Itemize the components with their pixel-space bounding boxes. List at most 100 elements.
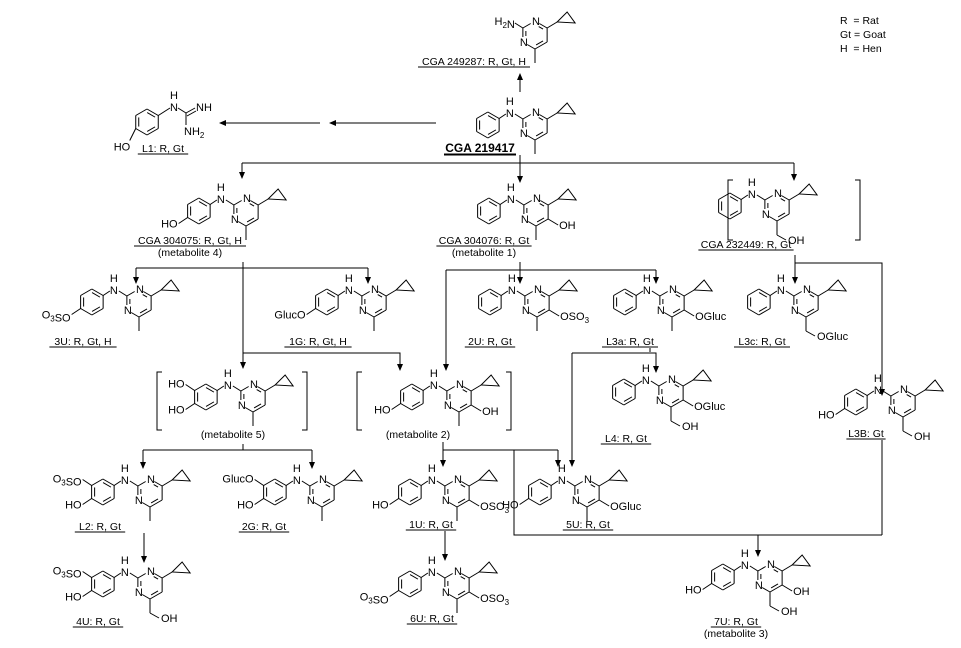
compound-label: 5U: R, Gt	[566, 519, 610, 531]
bond	[161, 571, 173, 579]
bond	[729, 212, 742, 220]
bond	[315, 308, 328, 316]
bond	[461, 573, 470, 579]
line-met2-to-7u	[513, 450, 882, 536]
hydroxymethyl-label: OH	[781, 606, 798, 618]
bond	[758, 292, 768, 298]
metabolite-number: (metabolite 1)	[452, 247, 516, 259]
ring-nitrogen: N	[534, 284, 542, 296]
bond	[476, 131, 489, 139]
bond	[902, 430, 913, 437]
bond	[890, 391, 899, 397]
bond	[468, 479, 480, 487]
bond	[130, 312, 140, 318]
para-substituent: HO	[65, 500, 82, 512]
bond	[476, 111, 489, 119]
bond	[670, 399, 684, 408]
bond	[205, 403, 218, 411]
bond	[82, 571, 92, 578]
bond	[612, 398, 625, 406]
cyclopropyl-ring	[479, 374, 501, 387]
compound-label: L3B: Gt	[848, 428, 884, 440]
ring-nitrogen: N	[250, 379, 258, 391]
para-substituent: HO	[374, 405, 391, 417]
label-cga-249287: CGA 249287: R, Gt, H	[418, 56, 530, 68]
bond	[578, 502, 588, 508]
bond	[315, 288, 328, 296]
label-1g: 1G: R, Gt, H	[284, 336, 352, 348]
bond	[150, 289, 162, 297]
bond	[198, 217, 211, 225]
bond	[254, 498, 264, 505]
bond	[178, 217, 188, 224]
bond	[468, 591, 480, 599]
ring-nitrogen: N	[791, 305, 799, 317]
bond	[141, 594, 151, 600]
bond	[102, 290, 111, 296]
para-substituent: HO	[502, 500, 519, 512]
bond	[150, 498, 159, 504]
bond	[470, 384, 482, 392]
compound-label: L4: R, Gt	[605, 433, 647, 445]
bond	[91, 308, 104, 316]
bond	[205, 401, 215, 407]
bond	[788, 193, 800, 201]
bond	[882, 390, 892, 397]
bond	[313, 502, 323, 508]
compound-label: 2U: R, Gt	[468, 336, 512, 348]
bond	[153, 484, 159, 488]
ring-nitrogen: N	[319, 474, 327, 486]
cyclopropyl-ring	[555, 11, 577, 24]
cyclopropyl-ring	[170, 561, 192, 574]
bond	[527, 221, 537, 227]
bond	[774, 566, 783, 572]
bond	[797, 312, 807, 318]
bond	[457, 498, 466, 504]
bond	[154, 481, 163, 487]
cyclopropyl-ring	[273, 374, 295, 387]
bond	[153, 576, 159, 580]
bond	[534, 41, 548, 50]
amine-hydrogen: H	[110, 273, 118, 285]
bond	[91, 570, 104, 578]
bond	[674, 384, 680, 388]
bond	[82, 590, 92, 597]
bond	[722, 583, 735, 591]
label-l3b: L3B: Gt	[846, 428, 886, 440]
bond	[539, 203, 545, 207]
bond	[539, 482, 549, 488]
compound-label: 3U: R, Gt, H	[54, 336, 111, 348]
bond	[536, 217, 545, 223]
ring-nitrogen: N	[359, 305, 367, 317]
bond	[194, 383, 207, 391]
bond	[456, 499, 470, 508]
bond	[528, 478, 541, 486]
bond	[548, 309, 560, 317]
bond	[781, 584, 793, 592]
bond	[675, 381, 684, 387]
bond	[612, 378, 625, 386]
amine-hydrogen: H	[748, 177, 756, 189]
amine-nitrogen: N	[428, 475, 436, 487]
bond	[436, 480, 446, 487]
bond	[135, 128, 148, 136]
para-substituent: GlucO	[274, 310, 306, 322]
bond	[126, 291, 135, 297]
compound-label: 2G: R, Gt	[242, 521, 286, 533]
bond	[462, 389, 468, 393]
bond	[729, 210, 739, 216]
bond	[411, 401, 421, 407]
bond	[522, 23, 531, 29]
label-1u: 1U: R, Gt	[405, 519, 457, 531]
bond	[844, 388, 857, 396]
bond	[835, 408, 845, 415]
bond	[769, 584, 783, 593]
bond	[409, 496, 419, 502]
bond	[187, 197, 200, 205]
compound-label: CGA 249287: R, Gt, H	[422, 56, 526, 68]
